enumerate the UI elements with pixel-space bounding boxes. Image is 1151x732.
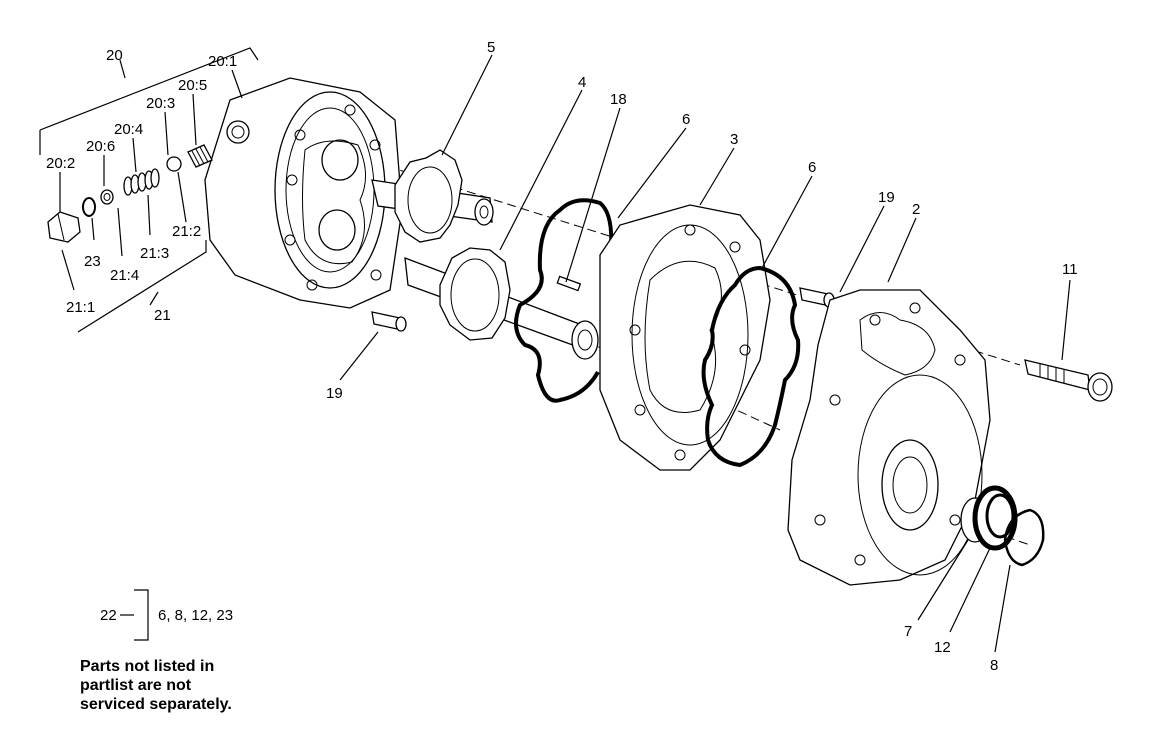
ball-20-3 <box>166 156 182 172</box>
callout-21-4: 21:4 <box>110 267 139 284</box>
callout-23: 23 <box>84 253 101 270</box>
leader-lines <box>39 47 1071 653</box>
kit-22-contents: 6, 8, 12, 23 <box>158 607 233 624</box>
driven-gear-shaft <box>404 247 599 360</box>
drive-gear <box>371 149 494 243</box>
relief-valve-parts <box>47 144 213 243</box>
rear-housing <box>204 77 403 309</box>
service-note: Parts not listed in partlist are not ser… <box>80 657 340 714</box>
callout-5: 5 <box>487 39 495 56</box>
callout-20-6: 20:6 <box>86 138 115 155</box>
service-note-line-1: Parts not listed in <box>80 658 215 675</box>
callout-21-1: 21:1 <box>66 299 95 316</box>
key <box>556 275 582 292</box>
callout-21-3: 21:3 <box>140 245 169 262</box>
callout-8: 8 <box>990 657 998 674</box>
callout-labels: 20 20:1 20:5 20:3 20:4 20:6 20:2 23 21:2… <box>46 39 1078 674</box>
callout-19-right: 19 <box>878 189 895 206</box>
dowel-pin-left <box>371 311 407 332</box>
callout-6-left: 6 <box>682 111 690 128</box>
callout-20: 20 <box>106 47 123 64</box>
service-note-line-3: serviced separately. <box>80 696 232 713</box>
callout-18: 18 <box>610 91 627 108</box>
callout-20-3: 20:3 <box>146 95 175 112</box>
front-housing <box>787 289 991 586</box>
callout-20-5: 20:5 <box>178 77 207 94</box>
retaining-ring-8 <box>1003 508 1045 567</box>
callout-2: 2 <box>912 201 920 218</box>
o-ring-23 <box>82 197 96 217</box>
callout-6-right: 6 <box>808 159 816 176</box>
washer-20-6 <box>100 189 114 205</box>
callout-20-1: 20:1 <box>208 53 237 70</box>
bolt <box>1024 359 1113 402</box>
kit-22-bracket <box>120 589 149 641</box>
gasket-right <box>701 265 801 468</box>
callout-7: 7 <box>904 623 912 640</box>
callout-3: 3 <box>730 131 738 148</box>
gear-housing <box>599 204 771 471</box>
callout-12: 12 <box>934 639 951 656</box>
shaft-seal-12 <box>972 485 1018 551</box>
service-note-line-2: partlist are not <box>80 677 192 694</box>
callout-20-2: 20:2 <box>46 155 75 172</box>
gasket-left <box>514 198 614 403</box>
callout-19-left: 19 <box>326 385 343 402</box>
callout-11: 11 <box>1062 261 1078 278</box>
callout-20-4: 20:4 <box>114 121 143 138</box>
seat-20-5 <box>187 144 213 168</box>
callout-21: 21 <box>154 307 171 324</box>
plug-21-1 <box>47 211 81 243</box>
callout-22: 22 <box>100 607 117 624</box>
callout-4: 4 <box>578 74 586 91</box>
callout-21-2: 21:2 <box>172 223 201 240</box>
spring-20-4 <box>123 168 160 196</box>
